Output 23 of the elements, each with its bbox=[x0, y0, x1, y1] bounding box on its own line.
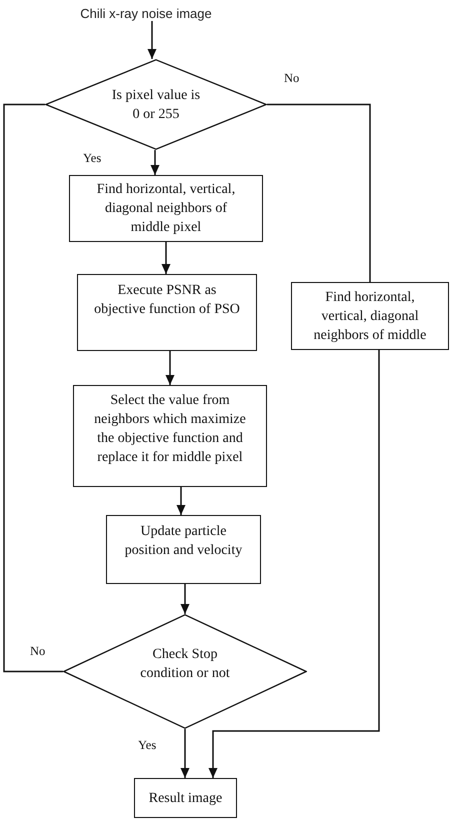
arrow bbox=[150, 150, 160, 175]
process-box: Select the value from neighbors which maximize the objective function and replace it for middle pixel bbox=[73, 385, 267, 487]
arrow bbox=[148, 21, 156, 59]
decision-diamond: Is pixel value is 0 or 255 bbox=[45, 59, 267, 150]
arrow bbox=[180, 584, 190, 614]
connector-line bbox=[3, 104, 63, 672]
arrow bbox=[208, 350, 380, 778]
arrow bbox=[180, 729, 190, 778]
process-box: Find horizontal, vertical, diagonal neighbors of middle bbox=[291, 282, 449, 350]
process-box: Execute PSNR as objective function of PSO bbox=[77, 274, 257, 351]
edge-label: No bbox=[29, 644, 46, 658]
process-box: Update particle position and velocity bbox=[106, 515, 261, 584]
start-label: Chili x-ray noise image bbox=[80, 6, 212, 21]
arrow bbox=[176, 487, 186, 515]
edge-label: Yes bbox=[137, 738, 158, 752]
process-box: Find horizontal, vertical, diagonal neighbors of middle pixel bbox=[69, 175, 263, 242]
edge-label: Yes bbox=[82, 151, 102, 165]
output-box: Result image bbox=[134, 778, 237, 818]
arrow bbox=[166, 351, 174, 385]
connector-line bbox=[267, 104, 371, 282]
arrow bbox=[162, 242, 170, 274]
edge-label: No bbox=[283, 71, 300, 85]
decision-diamond: Check Stop condition or not bbox=[63, 614, 307, 729]
